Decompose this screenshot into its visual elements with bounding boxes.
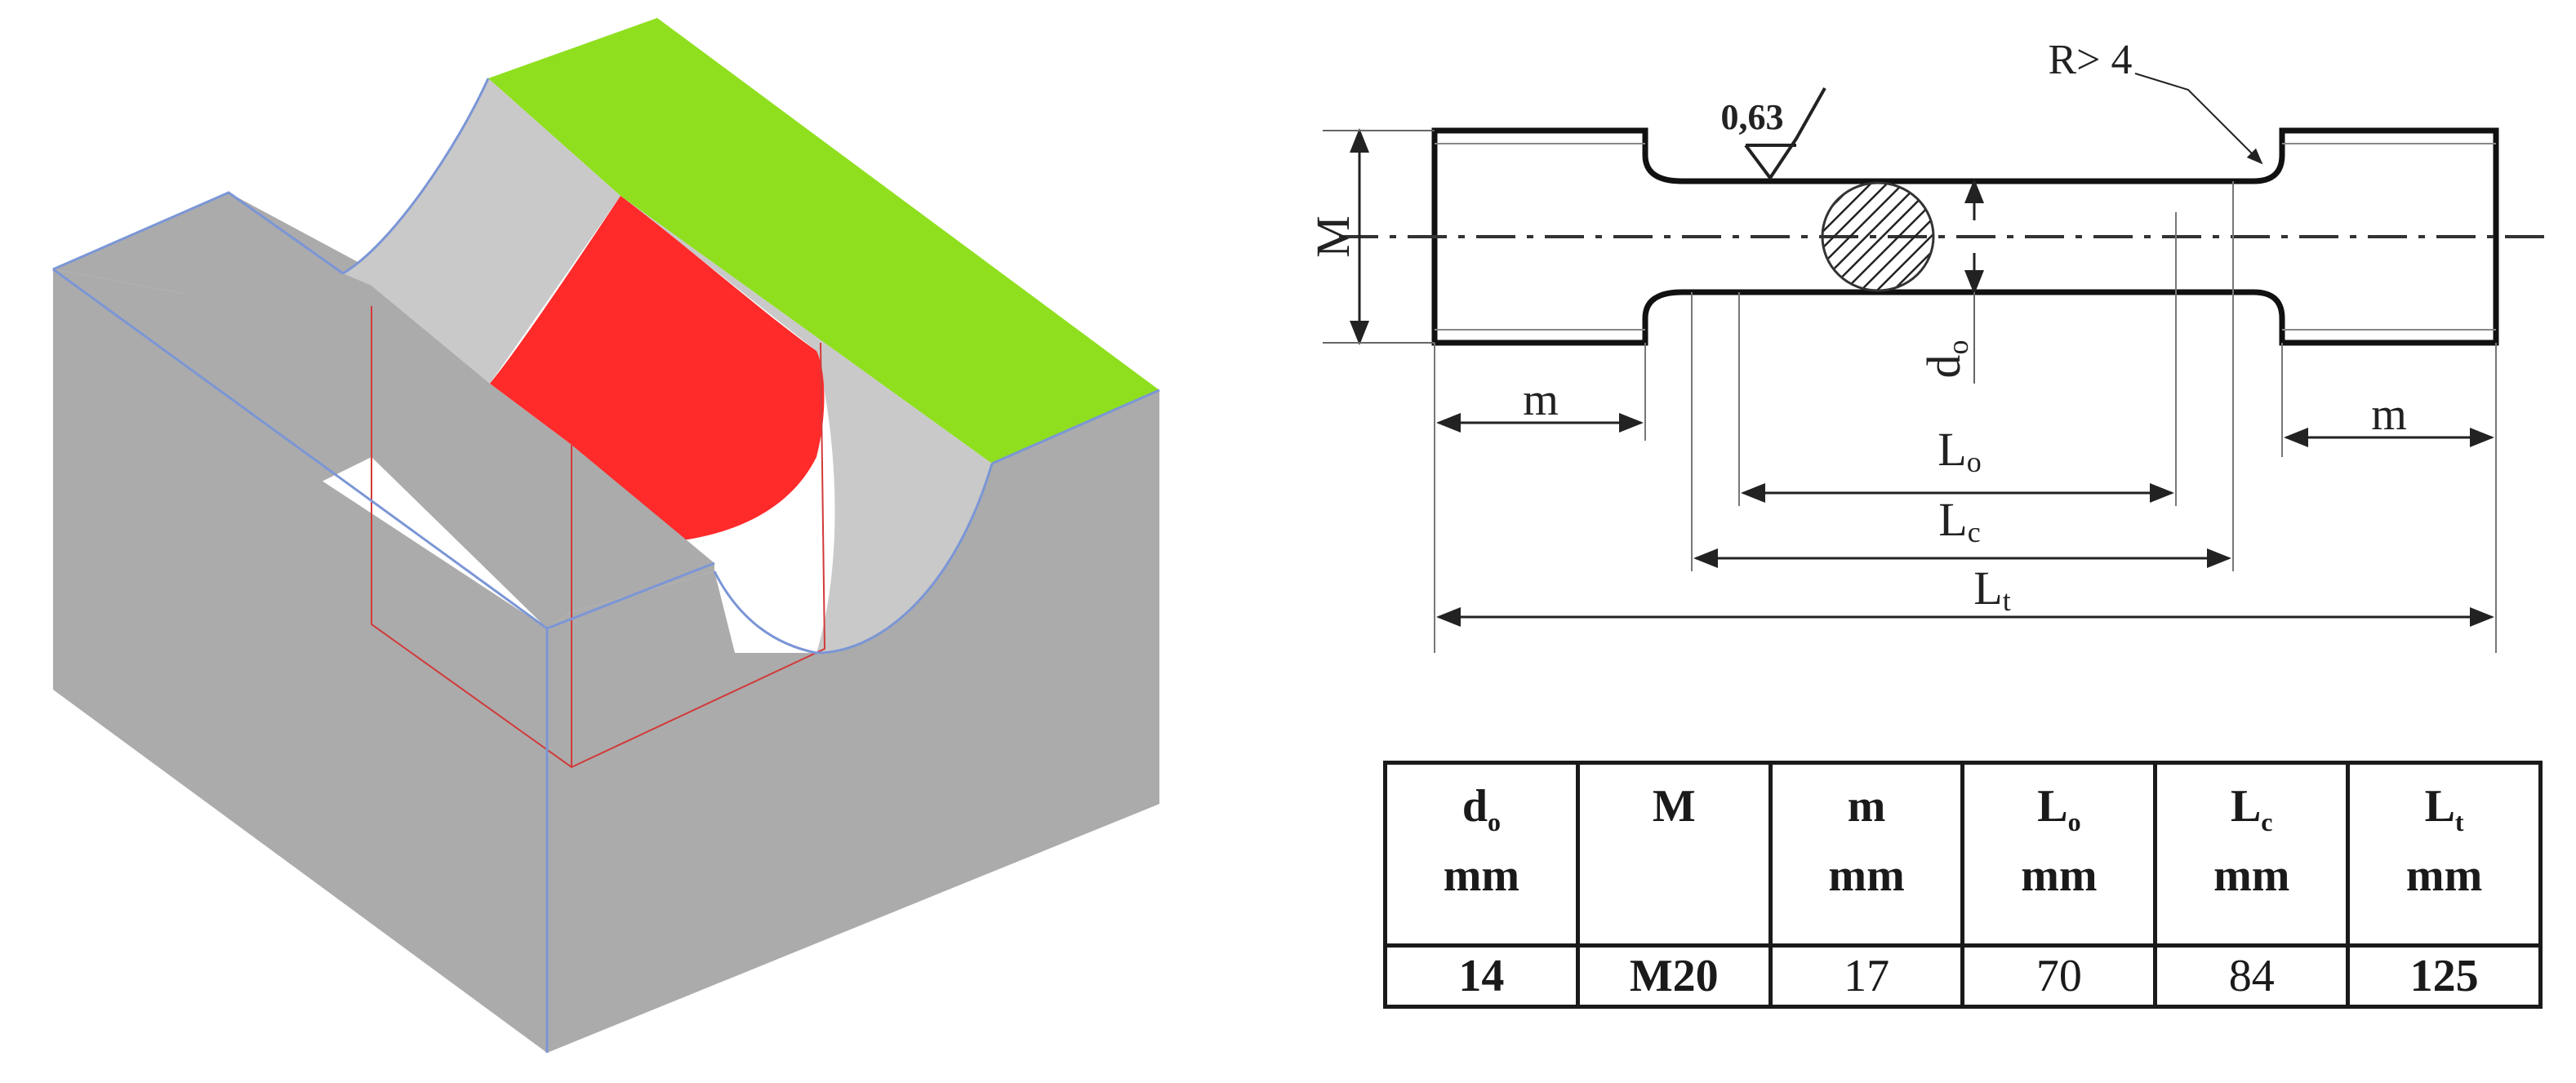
label-roughness: 0,63 [1721,97,1784,137]
label-d0: do [1917,340,1974,379]
groove-surface [343,78,621,384]
table-cell: 17 [1768,943,1965,1009]
table-cell: 125 [2346,943,2543,1009]
table-cell: 14 [1383,943,1580,1009]
groove-surface-right [816,351,992,653]
label-Lc: Lc [1938,493,1980,548]
outline-edges-2 [52,78,1160,1053]
radius-leader [2134,73,2263,165]
cad-model-view [52,18,1160,1053]
cross-section-hatch [1821,181,1935,292]
label-radius: R> 4 [2048,37,2132,83]
top-face [488,18,1159,464]
label-m-right: m [2371,389,2407,440]
table-cell: 70 [1960,943,2158,1009]
label-M: M [1306,215,1359,258]
outline-edges [52,191,344,275]
table-cell: M20 [1575,943,1773,1009]
label-Lt: Lt [1973,561,2010,617]
table-header-cell: M [1575,761,1773,948]
roughness-symbol [1744,87,1826,181]
table-cell: 84 [2153,943,2351,1009]
highlighted-face [490,196,825,544]
inner-step-face [371,286,714,628]
label-m-left: m [1523,375,1559,425]
left-front-face [53,193,371,548]
label-L0: Lo [1938,423,1981,478]
table-row: 14 M20 17 70 84 125 [1383,943,2543,1009]
specimen-drawing: M do 0,63 R> 4 m m Lo Lc Lt [1306,37,2556,653]
front-right-face [547,390,1159,1053]
front-left-face [53,269,547,1053]
